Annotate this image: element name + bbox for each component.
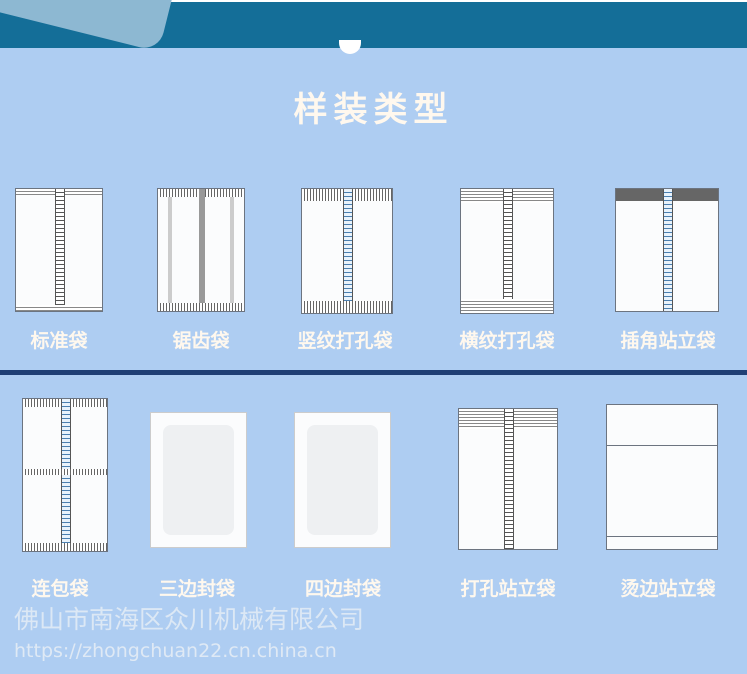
heat-edge-standing-bag-icon xyxy=(606,404,718,550)
page-title: 样装类型 xyxy=(293,90,454,130)
section-divider xyxy=(0,370,747,375)
chevron-down-icon xyxy=(339,40,361,54)
bag-label: 横纹打孔袋 xyxy=(459,330,555,352)
four-side-seal-bag-icon xyxy=(294,412,391,548)
bag-label: 标准袋 xyxy=(30,330,88,352)
bag-label: 四边封袋 xyxy=(304,578,381,600)
watermark-company: 佛山市南海区众川机械有限公司 xyxy=(14,605,365,634)
gusset-standing-bag-icon xyxy=(615,188,719,312)
bag-label: 打孔站立袋 xyxy=(460,578,556,600)
connected-bag-icon xyxy=(22,398,108,552)
bag-label: 锯齿袋 xyxy=(172,330,230,352)
header-banner xyxy=(0,0,747,48)
bag-label: 三边封袋 xyxy=(158,578,235,600)
three-side-seal-bag-icon xyxy=(150,412,247,548)
horizontal-texture-punched-bag-icon xyxy=(460,188,554,314)
watermark-url: https://zhongchuan22.cn.china.cn xyxy=(14,640,337,662)
bag-label: 插角站立袋 xyxy=(620,330,716,352)
bag-label: 烫边站立袋 xyxy=(620,578,716,600)
serrated-bag-icon xyxy=(157,188,245,312)
bag-label: 竖纹打孔袋 xyxy=(297,330,393,352)
punched-standing-bag-icon xyxy=(458,408,558,550)
vertical-texture-punched-bag-icon xyxy=(301,188,393,314)
standard-bag-icon xyxy=(15,188,103,312)
bag-label: 连包袋 xyxy=(31,578,89,600)
